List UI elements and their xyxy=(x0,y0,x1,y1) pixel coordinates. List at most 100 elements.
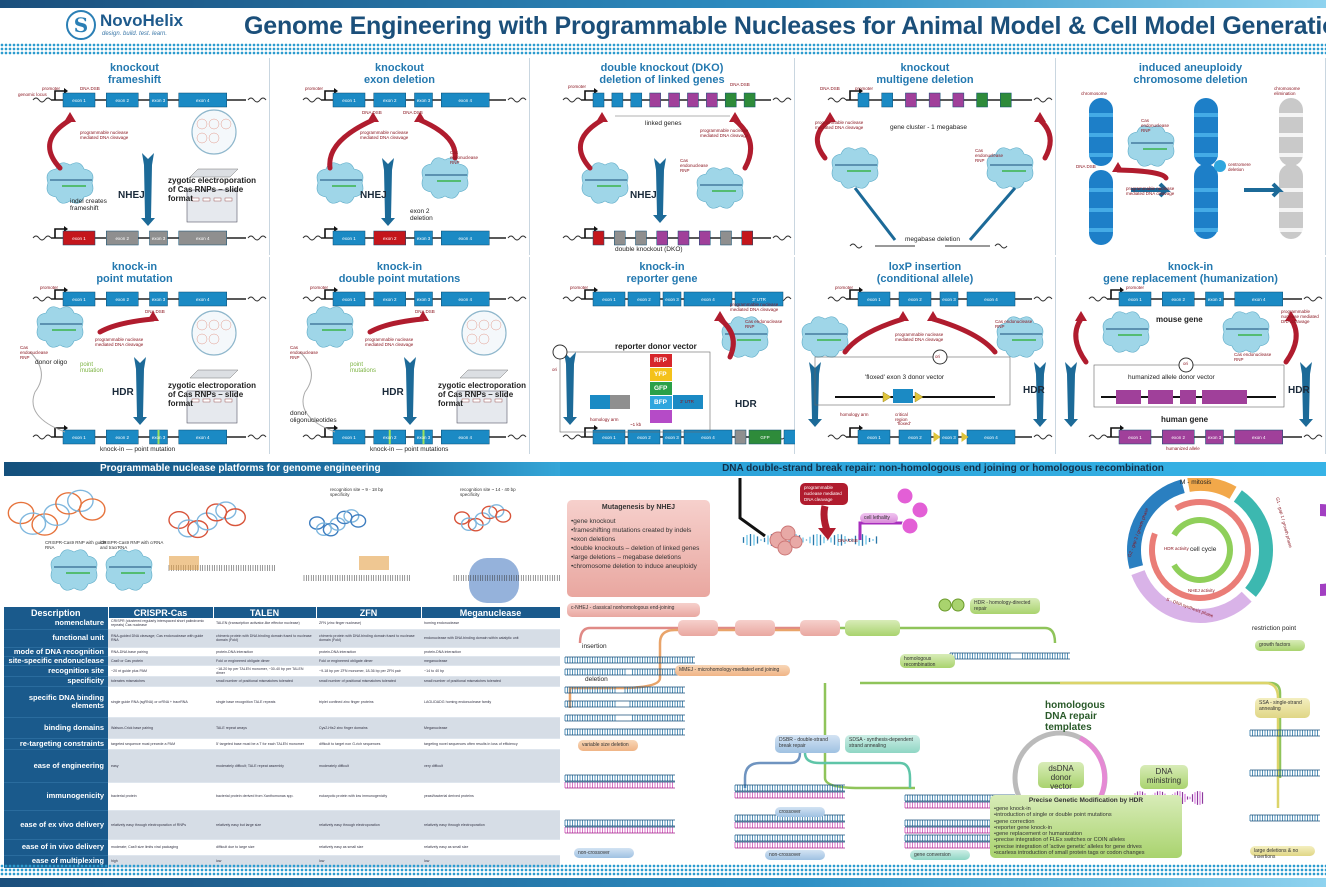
nuclease-cleavage-arrow xyxy=(47,117,73,171)
exon xyxy=(1205,429,1224,445)
electroporator-device-icon xyxy=(186,390,238,424)
table-cell: FokI or engineered obligate dimer xyxy=(213,656,316,666)
down-arrow-icon xyxy=(403,357,417,425)
bullet-item: •exon deletions xyxy=(571,536,616,543)
panel-label: programmable nuclease mediated DNA cleav… xyxy=(730,302,779,312)
exon xyxy=(149,429,168,445)
panel-illustration xyxy=(1089,98,1303,245)
panel-title: gene replacement (humanization) xyxy=(1103,273,1278,285)
chromosome-arm xyxy=(1089,170,1113,245)
table-cell: LAGLIDADG homing endonuclease family xyxy=(421,686,560,718)
protein-structures xyxy=(7,489,560,603)
method-label: HDR xyxy=(1288,385,1310,396)
chromosome-band xyxy=(1089,153,1113,157)
exon xyxy=(662,291,682,307)
nuclease-cleavage-arrow xyxy=(717,316,736,360)
exon-box xyxy=(590,395,610,409)
exon-box xyxy=(706,92,718,108)
panel-label: double knockout (DKO) xyxy=(615,246,683,253)
exon-box xyxy=(893,389,913,403)
zygote-dish-icon xyxy=(461,310,507,356)
panel-label: chromosome elimination xyxy=(1274,86,1301,96)
table-cell: endonuclease with DNA binding domain wit… xyxy=(421,629,560,648)
exon-label: exon 3 xyxy=(417,297,431,302)
panel-label: promoter xyxy=(835,285,854,290)
exon xyxy=(1000,92,1012,108)
row-label: ease of engineering xyxy=(4,749,108,783)
table-cell: moderately difficult xyxy=(316,749,421,783)
cas-rnp-icon xyxy=(306,306,354,348)
genomic-locus-wave xyxy=(1033,434,1053,440)
exon-box xyxy=(149,92,168,108)
genomic-locus-wave xyxy=(302,434,322,440)
reporter-box xyxy=(650,368,672,381)
process-arrow xyxy=(653,158,667,223)
exon xyxy=(743,92,756,108)
human-exon-box xyxy=(1202,390,1247,404)
promoter-arrow-icon xyxy=(594,287,598,293)
right-arrow-icon xyxy=(1244,182,1284,198)
panel-title: double point mutations xyxy=(338,273,461,285)
chromosome-arm xyxy=(1194,164,1218,239)
exon xyxy=(857,291,891,307)
exon xyxy=(939,291,959,307)
exon-box xyxy=(928,92,941,108)
exon xyxy=(1162,291,1195,307)
repair-templates-label: homologous DNA repair templates xyxy=(1045,700,1105,733)
table-cell: difficult to target non G-rich sequences xyxy=(316,738,421,750)
device-slot xyxy=(494,398,503,403)
callout-box xyxy=(800,620,840,636)
exon-box xyxy=(106,291,139,307)
nuclease-cleavage-arrow xyxy=(1073,316,1089,365)
zygote-icon xyxy=(208,319,220,331)
electroporation-slide-icon xyxy=(189,369,239,379)
donor-insert-arc xyxy=(1078,735,1108,800)
genomic-locus-wave xyxy=(772,235,792,241)
table-cell: homing endonuclease xyxy=(421,618,560,630)
exon xyxy=(178,92,227,108)
genomic-locus-wave xyxy=(562,296,582,302)
g2-arc xyxy=(1127,479,1185,569)
tale-array-icon xyxy=(169,556,199,570)
panel-label: promoter xyxy=(1126,285,1145,290)
exon-box xyxy=(178,291,227,307)
panel-label: programmable nuclease mediated DNA cleav… xyxy=(815,120,864,130)
exon xyxy=(1205,291,1224,307)
exon-box xyxy=(62,92,96,108)
donor-vector-label: dsDNA donor vector xyxy=(1038,762,1084,791)
logo: S NovoHelix design. build. test. learn. xyxy=(66,10,183,42)
reporter-label: YFP xyxy=(654,371,667,378)
exon-label: exon 2 xyxy=(1171,297,1185,302)
exon-label: exon 2 xyxy=(115,435,129,440)
panel-loxp-insertion-conditional-allele-: loxP insertion(conditional allele)exon 1… xyxy=(795,257,1056,454)
arrowhead-icon xyxy=(367,112,379,122)
table-cell: eukaryotic protein with low immunogenici… xyxy=(316,782,421,811)
panel-label: ~1 kb xyxy=(630,422,642,427)
exon xyxy=(149,291,168,307)
promoter-arrow-icon xyxy=(849,90,859,100)
genomic-locus-wave xyxy=(1033,296,1053,302)
chromosome-band xyxy=(1089,133,1113,137)
ku-protein-icon xyxy=(780,525,796,541)
platforms-section-title: Programmable nuclease platforms for geno… xyxy=(4,462,560,476)
reporter-label: RFP xyxy=(654,357,667,364)
exon-box xyxy=(178,429,227,445)
row-label: site-specific endonuclease xyxy=(4,656,108,666)
panel-label: Cas endonuclease RNP xyxy=(290,345,319,360)
process-arrow xyxy=(403,357,417,425)
exon xyxy=(1234,291,1283,307)
panel-title: (conditional allele) xyxy=(876,273,974,285)
hdr-activity-label: HDR activity xyxy=(1164,546,1189,551)
promoter-arrow-icon xyxy=(54,90,64,100)
loxp-icon xyxy=(882,391,892,403)
exon xyxy=(149,230,168,246)
panel-title: double knockout (DKO) xyxy=(600,62,724,74)
exon-box xyxy=(734,429,747,445)
hdr-box: HDR - homology-directed repair xyxy=(970,598,1040,614)
exon-box xyxy=(373,92,406,108)
column-header: Meganuclease xyxy=(421,607,561,618)
genomic-locus-wave xyxy=(562,235,582,241)
panel-label: indel creates frameshift xyxy=(70,198,107,212)
panel-label: programmable nuclease mediated DNA cleav… xyxy=(895,332,944,342)
